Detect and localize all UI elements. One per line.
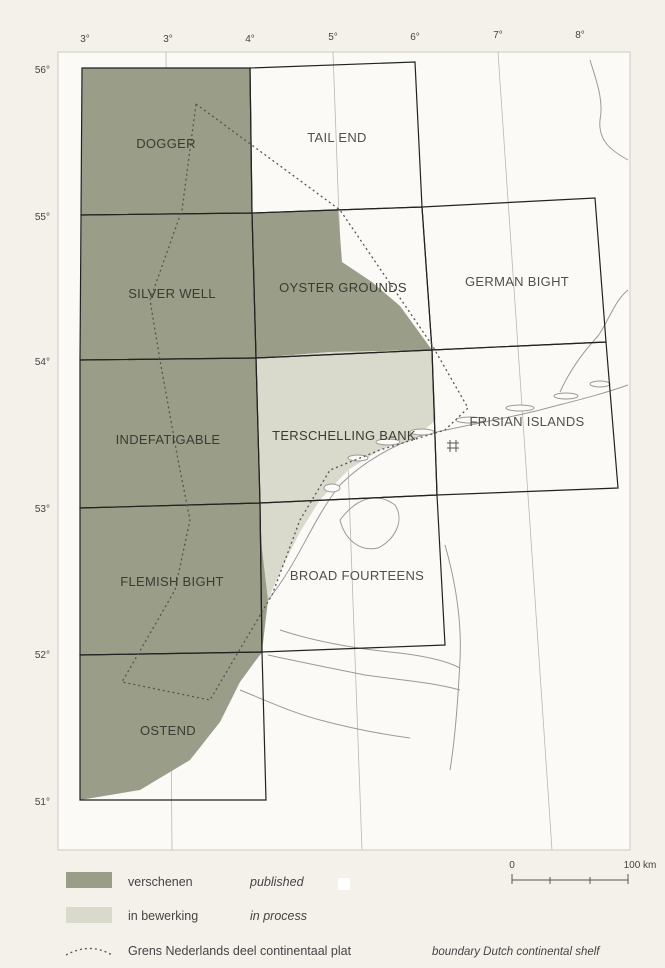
- coast-denmark: [589, 59, 629, 161]
- river-rhine: [267, 654, 461, 691]
- meridian-line: [497, 51, 553, 851]
- lat-tick-label: 55°: [35, 212, 50, 223]
- scale-bar: 0 100 km: [509, 860, 656, 884]
- lat-tick-label: 52°: [35, 650, 50, 661]
- coast-germany: [559, 289, 629, 393]
- sheet-outline-ostend: [79, 651, 267, 801]
- sheet-label-indefatigable: INDEFATIGABLE: [116, 432, 221, 447]
- sheet-label-silver-well: SILVER WELL: [128, 286, 216, 301]
- latitude-ticks: 56° 55° 54° 53° 52° 51°: [35, 65, 50, 808]
- lon-tick-label: 7°: [493, 30, 503, 41]
- sheet-grid: [79, 61, 619, 801]
- island: [505, 404, 535, 412]
- island: [553, 392, 579, 400]
- island: [409, 428, 435, 436]
- ijsselmeer-shore: [339, 497, 400, 550]
- sheet-label-flemish-bight: FLEMISH BIGHT: [120, 574, 224, 589]
- island: [375, 438, 401, 446]
- legend-in-process-en: in process: [250, 909, 307, 923]
- legend-boundary-en: boundary Dutch continental shelf: [432, 946, 601, 958]
- sheet-outline-frisian-islands: [431, 341, 619, 496]
- legend-swatch-published: [66, 872, 112, 888]
- in-process-terschelling-bank: [256, 350, 436, 600]
- sheet-label-oyster-grounds: OYSTER GROUNDS: [279, 280, 407, 295]
- coast-belgium: [174, 651, 263, 766]
- island: [589, 380, 611, 388]
- sheet-label-frisian-islands: FRISIAN ISLANDS: [469, 414, 584, 429]
- lon-tick-label: 3°: [163, 34, 173, 45]
- sheet-outline-broad-fourteens: [259, 494, 446, 653]
- sheet-label-dogger: DOGGER: [136, 136, 196, 151]
- published-area: [80, 68, 432, 800]
- lon-tick-label: 3°: [80, 34, 90, 45]
- lat-tick-label: 51°: [35, 797, 50, 808]
- scale-start-label: 0: [509, 860, 515, 871]
- river-maas: [279, 629, 461, 669]
- sheet-label-tail-end: TAIL END: [307, 130, 366, 145]
- in-process-area: [256, 350, 436, 600]
- lat-tick-label: 54°: [35, 357, 50, 368]
- legend-swatch-in-process: [66, 907, 112, 923]
- legend-published-en: published: [249, 875, 305, 889]
- island: [347, 454, 369, 462]
- sheet-label-german-bight: GERMAN BIGHT: [465, 274, 569, 289]
- lon-tick-label: 6°: [410, 32, 420, 43]
- longitude-ticks: 3° 3° 4° 5° 6° 7° 8°: [80, 30, 585, 45]
- lat-tick-label: 56°: [35, 65, 50, 76]
- scale-end-label: 100 km: [624, 860, 657, 871]
- published-oyster-grounds: [252, 209, 432, 358]
- sheet-label-terschelling-bank: TERSCHELLING BANK: [272, 428, 416, 443]
- frisian-islands-shapes: [323, 380, 611, 493]
- legend-in-process-nl: in bewerking: [128, 909, 198, 923]
- lon-tick-label: 4°: [245, 34, 255, 45]
- lon-tick-label: 5°: [328, 32, 338, 43]
- river-scheldt: [239, 689, 411, 739]
- sheet-label-broad-fourteens: BROAD FOURTEENS: [290, 568, 424, 583]
- lon-tick-label: 8°: [575, 30, 585, 41]
- river-east: [444, 544, 461, 771]
- legend-published-nl: verschenen: [128, 875, 193, 889]
- coast-netherlands: [267, 384, 629, 601]
- legend-boundary-nl: Grens Nederlands deel continentaal plat: [128, 944, 352, 958]
- coastline: [174, 59, 629, 771]
- platform-icon: [447, 440, 459, 452]
- sheet-labels: DOGGER TAIL END SILVER WELL OYSTER GROUN…: [116, 130, 585, 738]
- published-west-column: [80, 68, 268, 800]
- lat-tick-label: 53°: [35, 504, 50, 515]
- legend-marker: [338, 878, 350, 890]
- island: [323, 483, 341, 493]
- sheet-label-ostend: OSTEND: [140, 723, 196, 738]
- legend: verschenen published in bewerking in pro…: [65, 872, 601, 958]
- legend-swatch-boundary: [65, 947, 113, 956]
